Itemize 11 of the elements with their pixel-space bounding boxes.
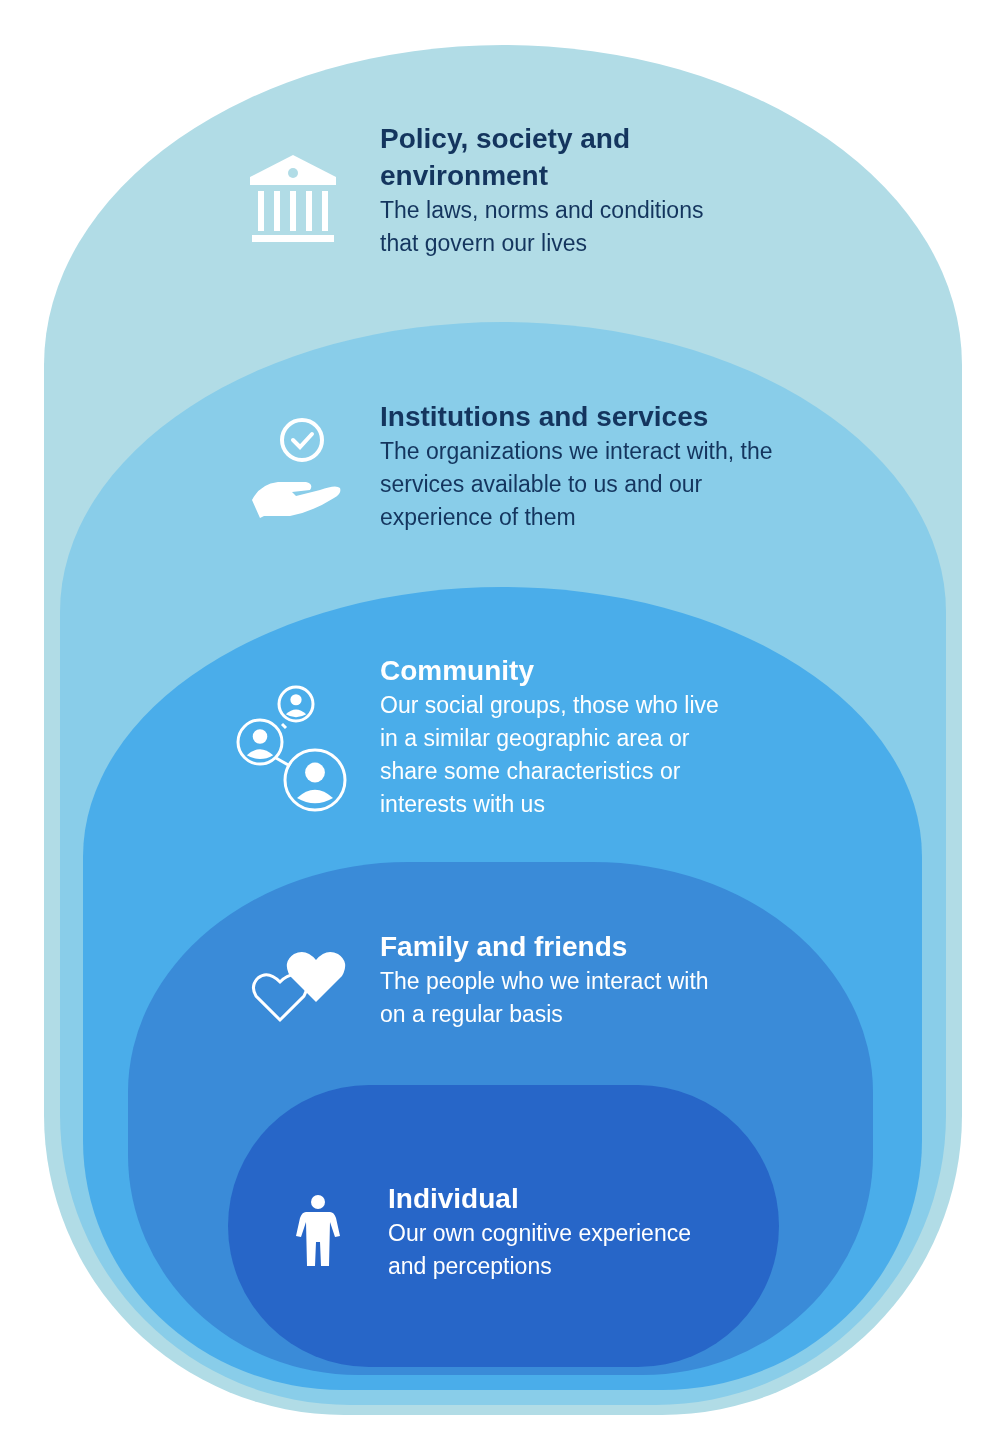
layer-title: Policy, society and environment bbox=[380, 122, 632, 193]
layer-title: Individual bbox=[388, 1182, 520, 1216]
institutions-layer bbox=[60, 322, 946, 1405]
layer-title: Institutions and services bbox=[380, 400, 710, 434]
layer-description: Our own cognitive experience and perceptions bbox=[388, 1219, 692, 1281]
layer-description: The organizations we interact with, the services available to us and our experience of them bbox=[380, 437, 774, 532]
layer-description: The people who we interact with on a regular basis bbox=[380, 967, 710, 1029]
layer-description: The laws, norms and conditions that govern our lives bbox=[380, 196, 705, 258]
layer-title: Family and friends bbox=[380, 930, 629, 964]
layer-title: Community bbox=[380, 654, 535, 688]
layer-description: Our social groups, those who live in a similar geographic area or share some characteristics or interests with us bbox=[380, 691, 720, 819]
